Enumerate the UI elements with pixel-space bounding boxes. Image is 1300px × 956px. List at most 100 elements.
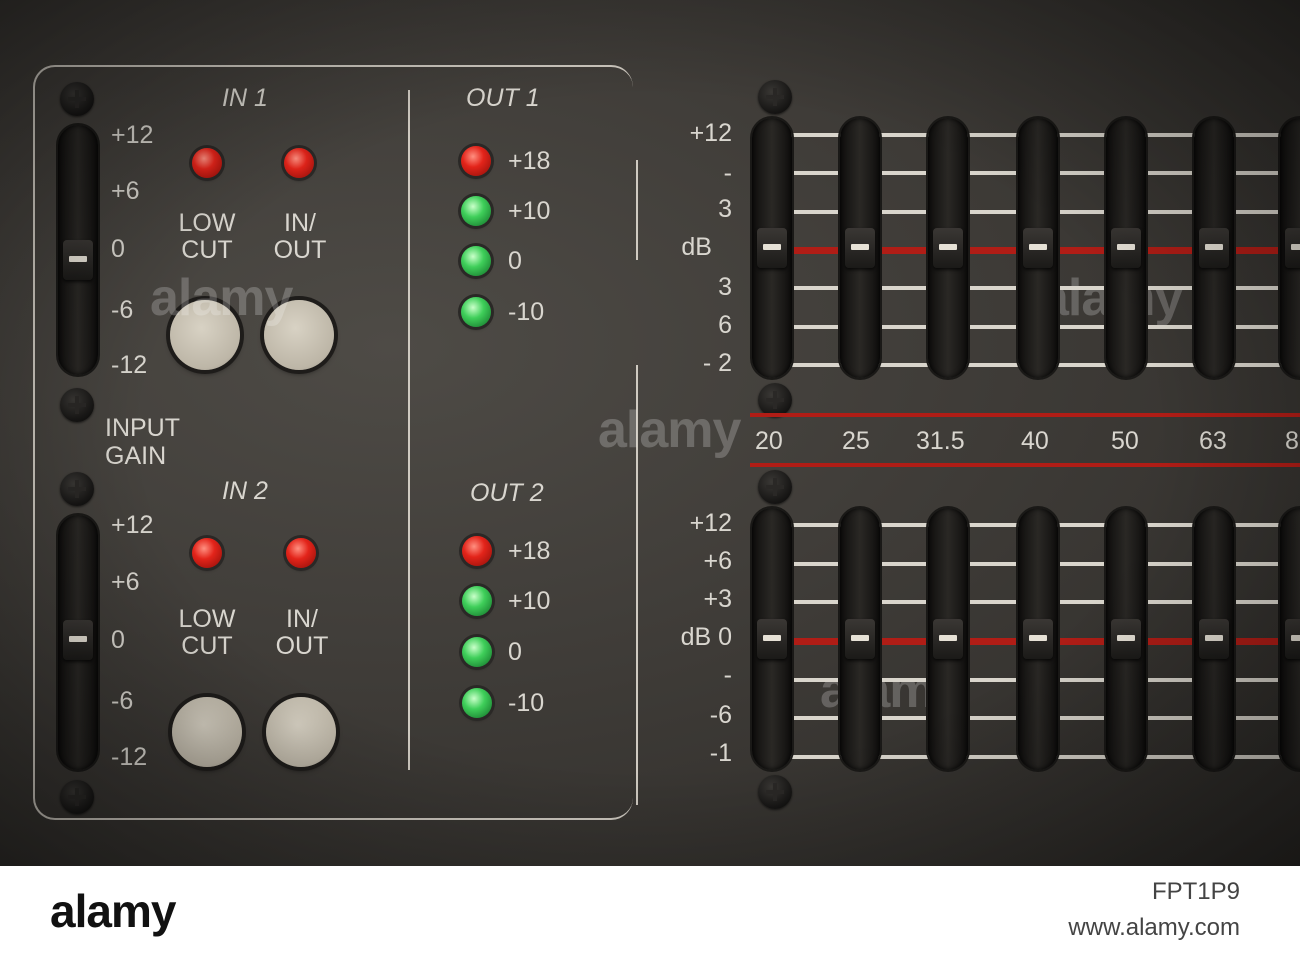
eq-lower-fader-knob[interactable] <box>933 619 963 659</box>
eq-upper-scale-label: 3 <box>718 195 732 223</box>
eq-upper-tick <box>966 363 1020 367</box>
eq-lower-tick <box>1232 755 1282 759</box>
meter-scale-label: 0 <box>508 247 522 275</box>
footer-bar: alamy FPT1P9 www.alamy.com <box>0 866 1300 956</box>
eq-upper-tick <box>1144 363 1196 367</box>
eq-upper-tick <box>878 171 930 176</box>
eq-lower-fader-knob[interactable] <box>1111 619 1141 659</box>
eq-upper-fader-knob[interactable] <box>757 228 787 268</box>
screw-icon <box>60 388 94 422</box>
eq-upper-fader-knob[interactable] <box>845 228 875 268</box>
eq-upper-tick <box>1232 171 1282 176</box>
eq-lower-tick <box>878 677 930 682</box>
low-cut-1-button[interactable] <box>170 300 240 370</box>
eq-upper-fader-knob[interactable] <box>1111 228 1141 268</box>
eq-lower-scale-label: +6 <box>703 547 732 575</box>
eq-upper-tick <box>1232 133 1282 137</box>
in-out-1-button[interactable] <box>264 300 334 370</box>
frequency-label: 20 <box>755 427 783 455</box>
meter-scale-label: +10 <box>508 587 551 615</box>
watermark-text: alamy <box>598 401 741 459</box>
eq-upper-tick <box>1232 209 1282 214</box>
screw-icon <box>60 780 94 814</box>
eq-upper-tick <box>790 171 842 176</box>
input-gain-1-knob[interactable] <box>63 240 93 280</box>
eq-lower-scale-label: -1 <box>709 739 732 767</box>
eq-lower-tick <box>1144 755 1196 759</box>
eq-lower-fader-knob[interactable] <box>1285 619 1300 659</box>
eq-upper-tick <box>790 286 842 291</box>
eq-upper-scale-label: - <box>723 159 732 187</box>
gain-scale-label: 0 <box>111 235 125 263</box>
eq-lower-tick <box>966 523 1020 527</box>
eq-upper-tick <box>790 209 842 214</box>
eq-lower-scale-label: -6 <box>709 701 732 729</box>
frame-edge-upper <box>636 160 638 260</box>
eq-upper-scale-label: 6 <box>718 311 732 339</box>
screw-icon <box>758 80 792 114</box>
eq-upper-tick <box>878 209 930 214</box>
eq-lower-tick <box>1144 600 1196 605</box>
eq-lower-tick <box>790 755 842 759</box>
site-url: www.alamy.com <box>1068 914 1240 941</box>
eq-lower-tick <box>790 716 842 721</box>
eq-upper-tick <box>966 324 1020 329</box>
eq-lower-tick <box>1232 561 1282 566</box>
out-2-title: OUT 2 <box>470 479 544 507</box>
eq-lower-tick <box>1232 716 1282 721</box>
eq-lower-scale-label: dB 0 <box>680 623 732 651</box>
eq-lower-tick <box>790 561 842 566</box>
eq-upper-fader-knob[interactable] <box>933 228 963 268</box>
eq-lower-tick <box>1232 677 1282 682</box>
out-2-led-0 <box>462 637 492 667</box>
eq-upper-tick <box>1056 171 1108 176</box>
frequency-label: 8 <box>1285 427 1299 455</box>
in-out-2-button[interactable] <box>266 697 336 767</box>
eq-upper-tick <box>966 133 1020 137</box>
eq-upper-tick <box>1056 209 1108 214</box>
frequency-label: 31.5 <box>916 427 965 455</box>
eq-lower-fader-knob[interactable] <box>845 619 875 659</box>
out-1-led-minus10 <box>461 297 491 327</box>
eq-lower-fader-knob[interactable] <box>757 619 787 659</box>
frequency-strip-top-line <box>750 413 1300 417</box>
eq-upper-tick <box>790 324 842 329</box>
eq-lower-tick <box>966 600 1020 605</box>
eq-lower-tick <box>878 716 930 721</box>
input-gain-2-knob[interactable] <box>63 620 93 660</box>
eq-upper-tick <box>1144 324 1196 329</box>
eq-lower-fader-knob[interactable] <box>1199 619 1229 659</box>
frequency-label: 50 <box>1111 427 1139 455</box>
eq-upper-fader-knob[interactable] <box>1199 228 1229 268</box>
eq-upper-scale-label: dB <box>681 233 712 261</box>
eq-upper-fader-knob[interactable] <box>1023 228 1053 268</box>
eq-lower-tick <box>878 523 930 527</box>
out-1-title: OUT 1 <box>466 84 540 112</box>
screw-icon <box>758 775 792 809</box>
eq-lower-tick <box>1144 716 1196 721</box>
eq-upper-scale-label: - 2 <box>702 349 732 377</box>
meter-scale-label: +18 <box>508 537 551 565</box>
in-out-1-label: IN/OUT <box>273 209 327 264</box>
in-out-2-led <box>286 538 316 568</box>
eq-upper-tick <box>1232 286 1282 291</box>
eq-lower-tick <box>1056 677 1108 682</box>
out-2-led-plus18 <box>462 536 492 566</box>
eq-upper-tick <box>1232 324 1282 329</box>
out-2-led-minus10 <box>462 688 492 718</box>
frequency-strip-bottom-line <box>750 463 1300 467</box>
eq-upper-scale-label: 3 <box>718 273 732 301</box>
eq-lower-tick <box>1144 561 1196 566</box>
eq-upper-fader-knob[interactable] <box>1285 228 1300 268</box>
eq-lower-fader-knob[interactable] <box>1023 619 1053 659</box>
eq-lower-tick <box>1232 600 1282 605</box>
gain-scale-label: -12 <box>111 743 148 771</box>
eq-lower-scale-label: +3 <box>703 585 732 613</box>
frequency-label: 40 <box>1021 427 1049 455</box>
eq-upper-tick <box>1144 133 1196 137</box>
low-cut-2-button[interactable] <box>172 697 242 767</box>
frame-edge-lower <box>636 365 638 805</box>
